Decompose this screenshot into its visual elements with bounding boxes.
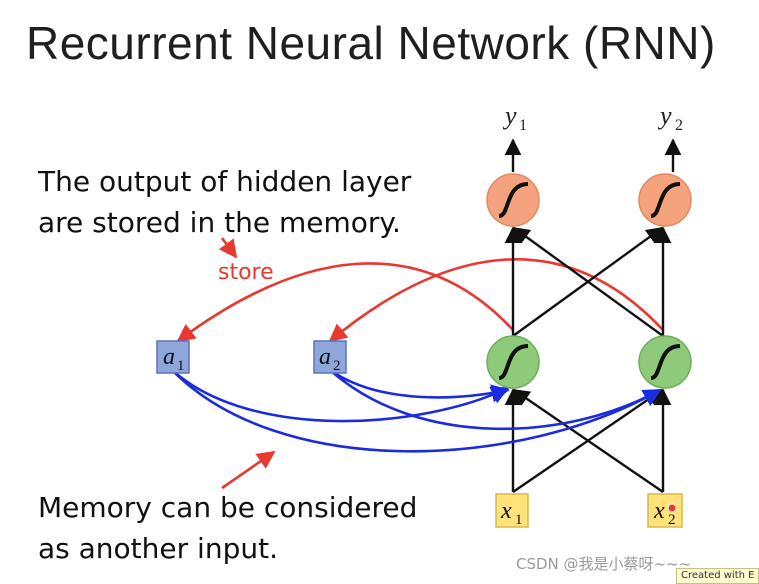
hidden-layer-note-line-1: The output of hidden layer bbox=[38, 165, 412, 198]
sigmoid-icon bbox=[650, 344, 681, 380]
output-y2: y 2 bbox=[657, 101, 683, 134]
input-x1-sub: 1 bbox=[515, 512, 523, 528]
memory-arrow-a1-to-h1 bbox=[171, 369, 510, 423]
memory-a2-sub: 2 bbox=[333, 358, 341, 374]
memory-input-note: Memory can be considered as another inpu… bbox=[38, 487, 417, 569]
memory-arrows bbox=[171, 368, 662, 453]
output-neuron-2 bbox=[638, 173, 692, 227]
memory-input-note-line-1: Memory can be considered bbox=[38, 491, 418, 524]
sigmoid-icon bbox=[498, 182, 529, 218]
edge-x2-h1 bbox=[512, 389, 664, 493]
input-x1-label: x bbox=[500, 498, 512, 524]
memory-a1-label: a bbox=[163, 344, 175, 370]
output-y1-sub: 1 bbox=[519, 117, 527, 134]
store-arrows bbox=[176, 258, 664, 343]
memory-arrow-a2-to-h1 bbox=[329, 368, 510, 403]
input-x2-label: x bbox=[653, 498, 665, 524]
created-with-badge: Created with E bbox=[676, 568, 759, 584]
output-y1-label: y bbox=[502, 101, 517, 130]
memory-a2-label: a bbox=[319, 344, 331, 370]
memory-input-note-line-2: as another input. bbox=[38, 532, 278, 565]
output-neuron-1 bbox=[486, 173, 540, 227]
memory-cell-a1: a 1 bbox=[156, 340, 190, 374]
sigmoid-icon bbox=[498, 344, 529, 380]
input-x2-sub: 2 bbox=[668, 512, 676, 528]
store-arrow-h2-to-a2 bbox=[328, 258, 664, 343]
hidden-neuron-2 bbox=[638, 335, 692, 389]
memory-cell-a2: a 2 bbox=[313, 340, 347, 374]
hidden-layer-note: The output of hidden layer are stored in… bbox=[38, 161, 411, 243]
store-label: store bbox=[218, 260, 274, 285]
store-pointer bbox=[218, 237, 238, 259]
edge-h2-o1 bbox=[512, 227, 664, 337]
hidden-neuron-1 bbox=[486, 335, 540, 389]
memory-arrow-a2-to-h2 bbox=[329, 369, 662, 431]
output-y2-label: y bbox=[657, 101, 672, 130]
network-connections bbox=[504, 138, 682, 493]
slide-title: Recurrent Neural Network (RNN) bbox=[26, 17, 716, 69]
csdn-watermark: CSDN @我是小蔡呀~~~ bbox=[516, 555, 692, 573]
memory-arrow-a1-to-h2 bbox=[171, 369, 662, 453]
output-y2-sub: 2 bbox=[675, 117, 683, 134]
store-arrow-h1-to-a1 bbox=[176, 262, 514, 343]
memory-a1-sub: 1 bbox=[177, 358, 185, 374]
input-x1: x 1 bbox=[495, 493, 529, 528]
pointer-dot-icon bbox=[667, 503, 677, 513]
memory-pointer bbox=[221, 450, 276, 490]
hidden-layer-note-line-2: are stored in the memory. bbox=[38, 206, 401, 239]
sigmoid-icon bbox=[650, 182, 681, 218]
annotation-pointers bbox=[218, 237, 276, 490]
input-x2: x 2 bbox=[647, 493, 683, 528]
output-y1: y 1 bbox=[502, 101, 527, 134]
